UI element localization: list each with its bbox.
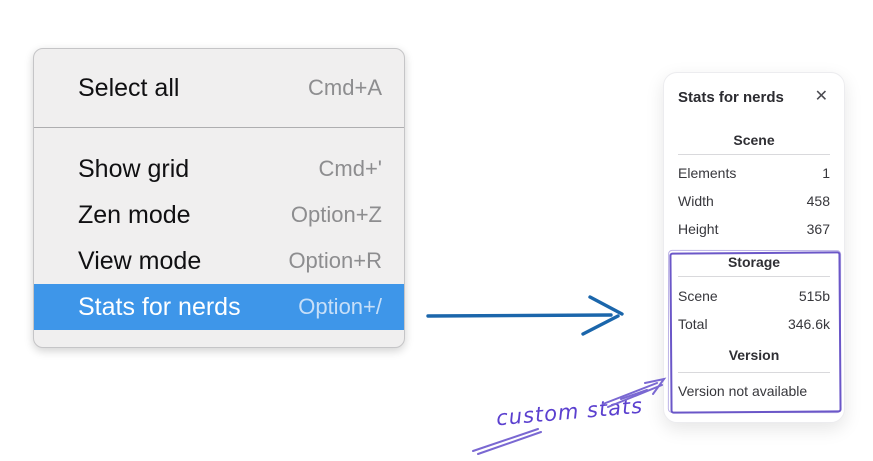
- annotation-stroke: [472, 428, 542, 455]
- stat-value: 346.6k: [787, 316, 830, 332]
- menu-item-shortcut: Option+Z: [290, 202, 382, 227]
- stat-label: Height: [678, 221, 719, 237]
- menu-item-shortcut: Option+/: [298, 294, 382, 319]
- stats-panel: Stats for nerds ✕ Scene Elements 1 Width…: [663, 72, 845, 423]
- stat-label: Width: [678, 193, 714, 209]
- stat-label: Scene: [678, 288, 718, 304]
- stats-panel-header: Stats for nerds ✕: [678, 86, 830, 108]
- flow-arrow: [426, 295, 624, 336]
- menu-item-show-grid[interactable]: Show grid Cmd+': [34, 146, 404, 192]
- stat-value: 458: [806, 193, 830, 209]
- close-icon[interactable]: ✕: [814, 88, 828, 105]
- stat-row-total-size: Total 346.6k: [678, 310, 830, 338]
- stat-value: 515b: [798, 288, 830, 304]
- stat-label: Total: [678, 316, 708, 332]
- menu-item-shortcut: Option+R: [288, 248, 382, 273]
- section-heading-scene: Scene: [733, 132, 775, 148]
- storage-rows: Scene 515b Total 346.6k: [678, 282, 830, 338]
- stat-row-elements: Elements 1: [678, 159, 830, 187]
- stat-value: 367: [806, 221, 830, 237]
- stat-label: Elements: [678, 165, 737, 181]
- menu-item-view-mode[interactable]: View mode Option+R: [34, 238, 404, 284]
- menu-item-label: Select all: [78, 73, 180, 102]
- menu-item-label: Stats for nerds: [78, 292, 241, 321]
- scene-rows: Elements 1 Width 458 Height 367: [678, 159, 830, 243]
- stat-row-scene-size: Scene 515b: [678, 282, 830, 310]
- menu-divider: [34, 127, 404, 128]
- menu-item-stats-for-nerds[interactable]: Stats for nerds Option+/: [34, 284, 404, 330]
- stat-row-height: Height 367: [678, 215, 830, 243]
- stat-value: 1: [822, 165, 830, 181]
- section-divider: [678, 276, 830, 277]
- menu-item-shortcut: Cmd+A: [308, 75, 382, 100]
- section-divider: [678, 372, 830, 373]
- context-menu: Select all Cmd+A Show grid Cmd+' Zen mod…: [33, 48, 405, 348]
- version-note: Version not available: [678, 383, 808, 399]
- section-heading-storage: Storage: [727, 254, 781, 270]
- menu-item-shortcut: Cmd+': [318, 156, 383, 181]
- section-heading-version: Version: [728, 347, 780, 363]
- menu-group-top: Select all Cmd+A: [34, 49, 404, 127]
- stat-row-width: Width 458: [678, 187, 830, 215]
- menu-item-select-all[interactable]: Select all Cmd+A: [34, 65, 404, 111]
- section-divider: [678, 154, 830, 155]
- custom-stats-annotation: custom stats: [495, 393, 645, 431]
- menu-group-main: Show grid Cmd+' Zen mode Option+Z View m…: [34, 128, 404, 347]
- menu-item-zen-mode[interactable]: Zen mode Option+Z: [34, 192, 404, 238]
- menu-item-label: Show grid: [78, 154, 190, 183]
- menu-item-label: View mode: [78, 246, 202, 275]
- stats-panel-title: Stats for nerds: [678, 88, 784, 106]
- menu-item-label: Zen mode: [78, 200, 191, 229]
